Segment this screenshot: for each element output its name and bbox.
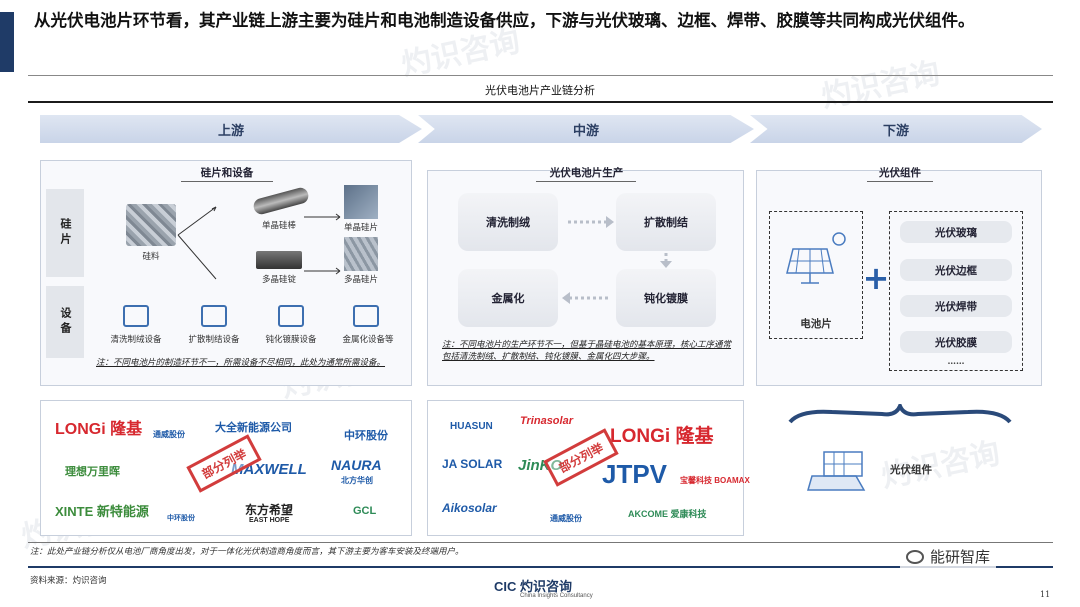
company-logo: EAST HOPE [249, 517, 290, 524]
company-logo: NAURA [331, 457, 382, 473]
cic-logo: CIC 灼识咨询 [494, 579, 573, 594]
company-logo: JinKO [518, 457, 563, 474]
company-logo: 通威股份 [153, 430, 185, 439]
materials-box [889, 211, 1023, 371]
cell-caption: 电池片 [800, 318, 832, 330]
wechat-account-name: 能研智库 [930, 548, 991, 566]
company-logo: AKCOME 爱康科技 [628, 509, 707, 519]
material-item: 光伏边框 [900, 259, 1012, 281]
company-logo: 东方希望 [245, 503, 294, 517]
footer-rule [28, 566, 1053, 568]
diffusion-equipment-icon [201, 305, 227, 327]
stage-midstream: 中游 [418, 115, 754, 143]
brace-shape [788, 404, 1012, 424]
plus-icon: + [862, 259, 890, 297]
silicon-material-caption: 硅料 [142, 252, 160, 262]
equipment-caption: 金属化设备等 [342, 335, 394, 345]
upstream-title-rule [181, 181, 273, 182]
page-number: 11 [1040, 590, 1051, 599]
source-note: 资料来源：灼识咨询 [30, 576, 107, 586]
midstream-panel: 光伏电池片生产 清洗制绒 扩散制结 钝化镀膜 金属化 注：不同电池片的生产环节不… [427, 167, 744, 386]
company-logo: JTPV [602, 459, 668, 489]
mono-wafer-caption: 单晶硅片 [343, 223, 378, 233]
silicon-material-image [126, 204, 176, 246]
poly-wafer-caption: 多晶硅片 [343, 275, 378, 285]
module-brace: 光伏组件 [770, 404, 1030, 534]
process-step-diffusion: 扩散制结 [616, 193, 716, 251]
company-logo: 中环股份 [344, 430, 388, 442]
company-logo: LONGi 隆基 [610, 426, 714, 447]
process-step-metallization: 金属化 [458, 269, 558, 327]
company-logo: 中环股份 [167, 515, 195, 522]
midstream-logos-panel: HUASUN Trinasolar LONGi 隆基 JA SOLAR JinK… [427, 400, 750, 536]
stage-downstream: 下游 [750, 115, 1042, 143]
footnote-rule [28, 542, 1053, 543]
company-logo: 通威股份 [550, 514, 582, 523]
mono-rod-caption: 单晶硅棒 [261, 221, 296, 231]
partial-list-stamp: 部分列举 [186, 434, 262, 493]
company-logo: MAXWELL [231, 461, 307, 478]
downstream-title-rule [867, 181, 933, 182]
process-arrows [562, 216, 672, 304]
upstream-note: 注：不同电池片的制造环节不一，所需设备不尽相同，此处为通常所需设备。 [96, 358, 386, 368]
equipment-caption: 钝化镀膜设备 [265, 335, 317, 345]
downstream-title: 光伏组件 [879, 167, 921, 179]
company-logo: XINTE 新特能源 [55, 504, 149, 519]
company-logo: JA SOLAR [442, 457, 503, 471]
company-logo: 大全新能源公司 [215, 422, 292, 434]
poly-ingot-image [256, 251, 302, 269]
process-step-cleaning: 清洗制绒 [458, 193, 558, 251]
footnote: 注：此处产业链分析仅从电池厂商角度出发，对于一体化光伏制造商角度而言，其下游主要… [30, 547, 464, 557]
process-step-passivation: 钝化镀膜 [616, 269, 716, 327]
module-computer-icon [807, 451, 866, 491]
flow-arrows [177, 206, 341, 280]
chart-title: 光伏电池片产业链分析 [485, 84, 595, 97]
company-logo: LONGi 隆基 [55, 421, 143, 438]
midstream-title-rule [536, 181, 636, 182]
midstream-note: 注：不同电池片的生产环节不一，但基于晶硅电池的基本原理，核心工序通常包括清洗制绒… [442, 340, 732, 362]
materials-ellipsis: …… [947, 357, 965, 367]
passivation-equipment-icon [278, 305, 304, 327]
company-logo: Trinasolar [520, 415, 573, 427]
poly-wafer-image [344, 237, 378, 271]
company-logo: Aikosolar [442, 501, 497, 515]
cleaning-equipment-icon [123, 305, 149, 327]
company-logo: 宝馨科技 BOAMAX [680, 476, 750, 485]
material-item: 光伏焊带 [900, 295, 1012, 317]
equipment-caption: 清洗制绒设备 [110, 335, 162, 345]
equipment-caption: 扩散制结设备 [188, 335, 240, 345]
material-item: 光伏玻璃 [900, 221, 1012, 243]
company-logo: GCL [353, 505, 377, 517]
page-headline: 从光伏电池片环节看，其产业链上游主要为硅片和电池制造设备供应，下游与光伏玻璃、边… [34, 11, 975, 30]
left-accent-bar [0, 12, 14, 72]
upstream-panel: 硅片和设备 硅片 设备 硅料 单晶硅棒 单晶硅片 多晶硅锭 多晶硅片 清洗制绒设… [40, 160, 412, 386]
upstream-logos-panel: LONGi 隆基 通威股份 大全新能源公司 中环股份 理想万里晖 MAXWELL… [40, 400, 412, 536]
wechat-badge: 能研智库 [900, 544, 997, 569]
upstream-title: 硅片和设备 [200, 167, 254, 179]
cell-box [769, 211, 863, 339]
wechat-icon [906, 549, 924, 564]
company-logo: 理想万里晖 [65, 466, 120, 478]
mono-wafer-image [344, 185, 378, 219]
downstream-panel: 光伏组件 电池片 + 光伏玻璃 光伏边框 光伏焊带 光伏胶膜 …… [756, 167, 1042, 386]
midstream-title: 光伏电池片生产 [549, 167, 624, 179]
company-logo: 北方华创 [341, 476, 373, 485]
solar-panel-icon [786, 232, 846, 284]
material-item: 光伏胶膜 [900, 331, 1012, 353]
poly-ingot-caption: 多晶硅锭 [261, 275, 296, 285]
stage-upstream: 上游 [40, 115, 422, 143]
chart-title-rule [28, 101, 1053, 103]
company-logo: HUASUN [450, 421, 493, 432]
cic-logo-subtitle: China Insights Consultancy [520, 593, 593, 599]
equipment-row-label: 设备 [46, 286, 84, 358]
wafer-row-label: 硅片 [46, 189, 84, 277]
title-rule [28, 75, 1053, 76]
module-caption: 光伏组件 [890, 464, 932, 476]
metallization-equipment-icon [353, 305, 379, 327]
